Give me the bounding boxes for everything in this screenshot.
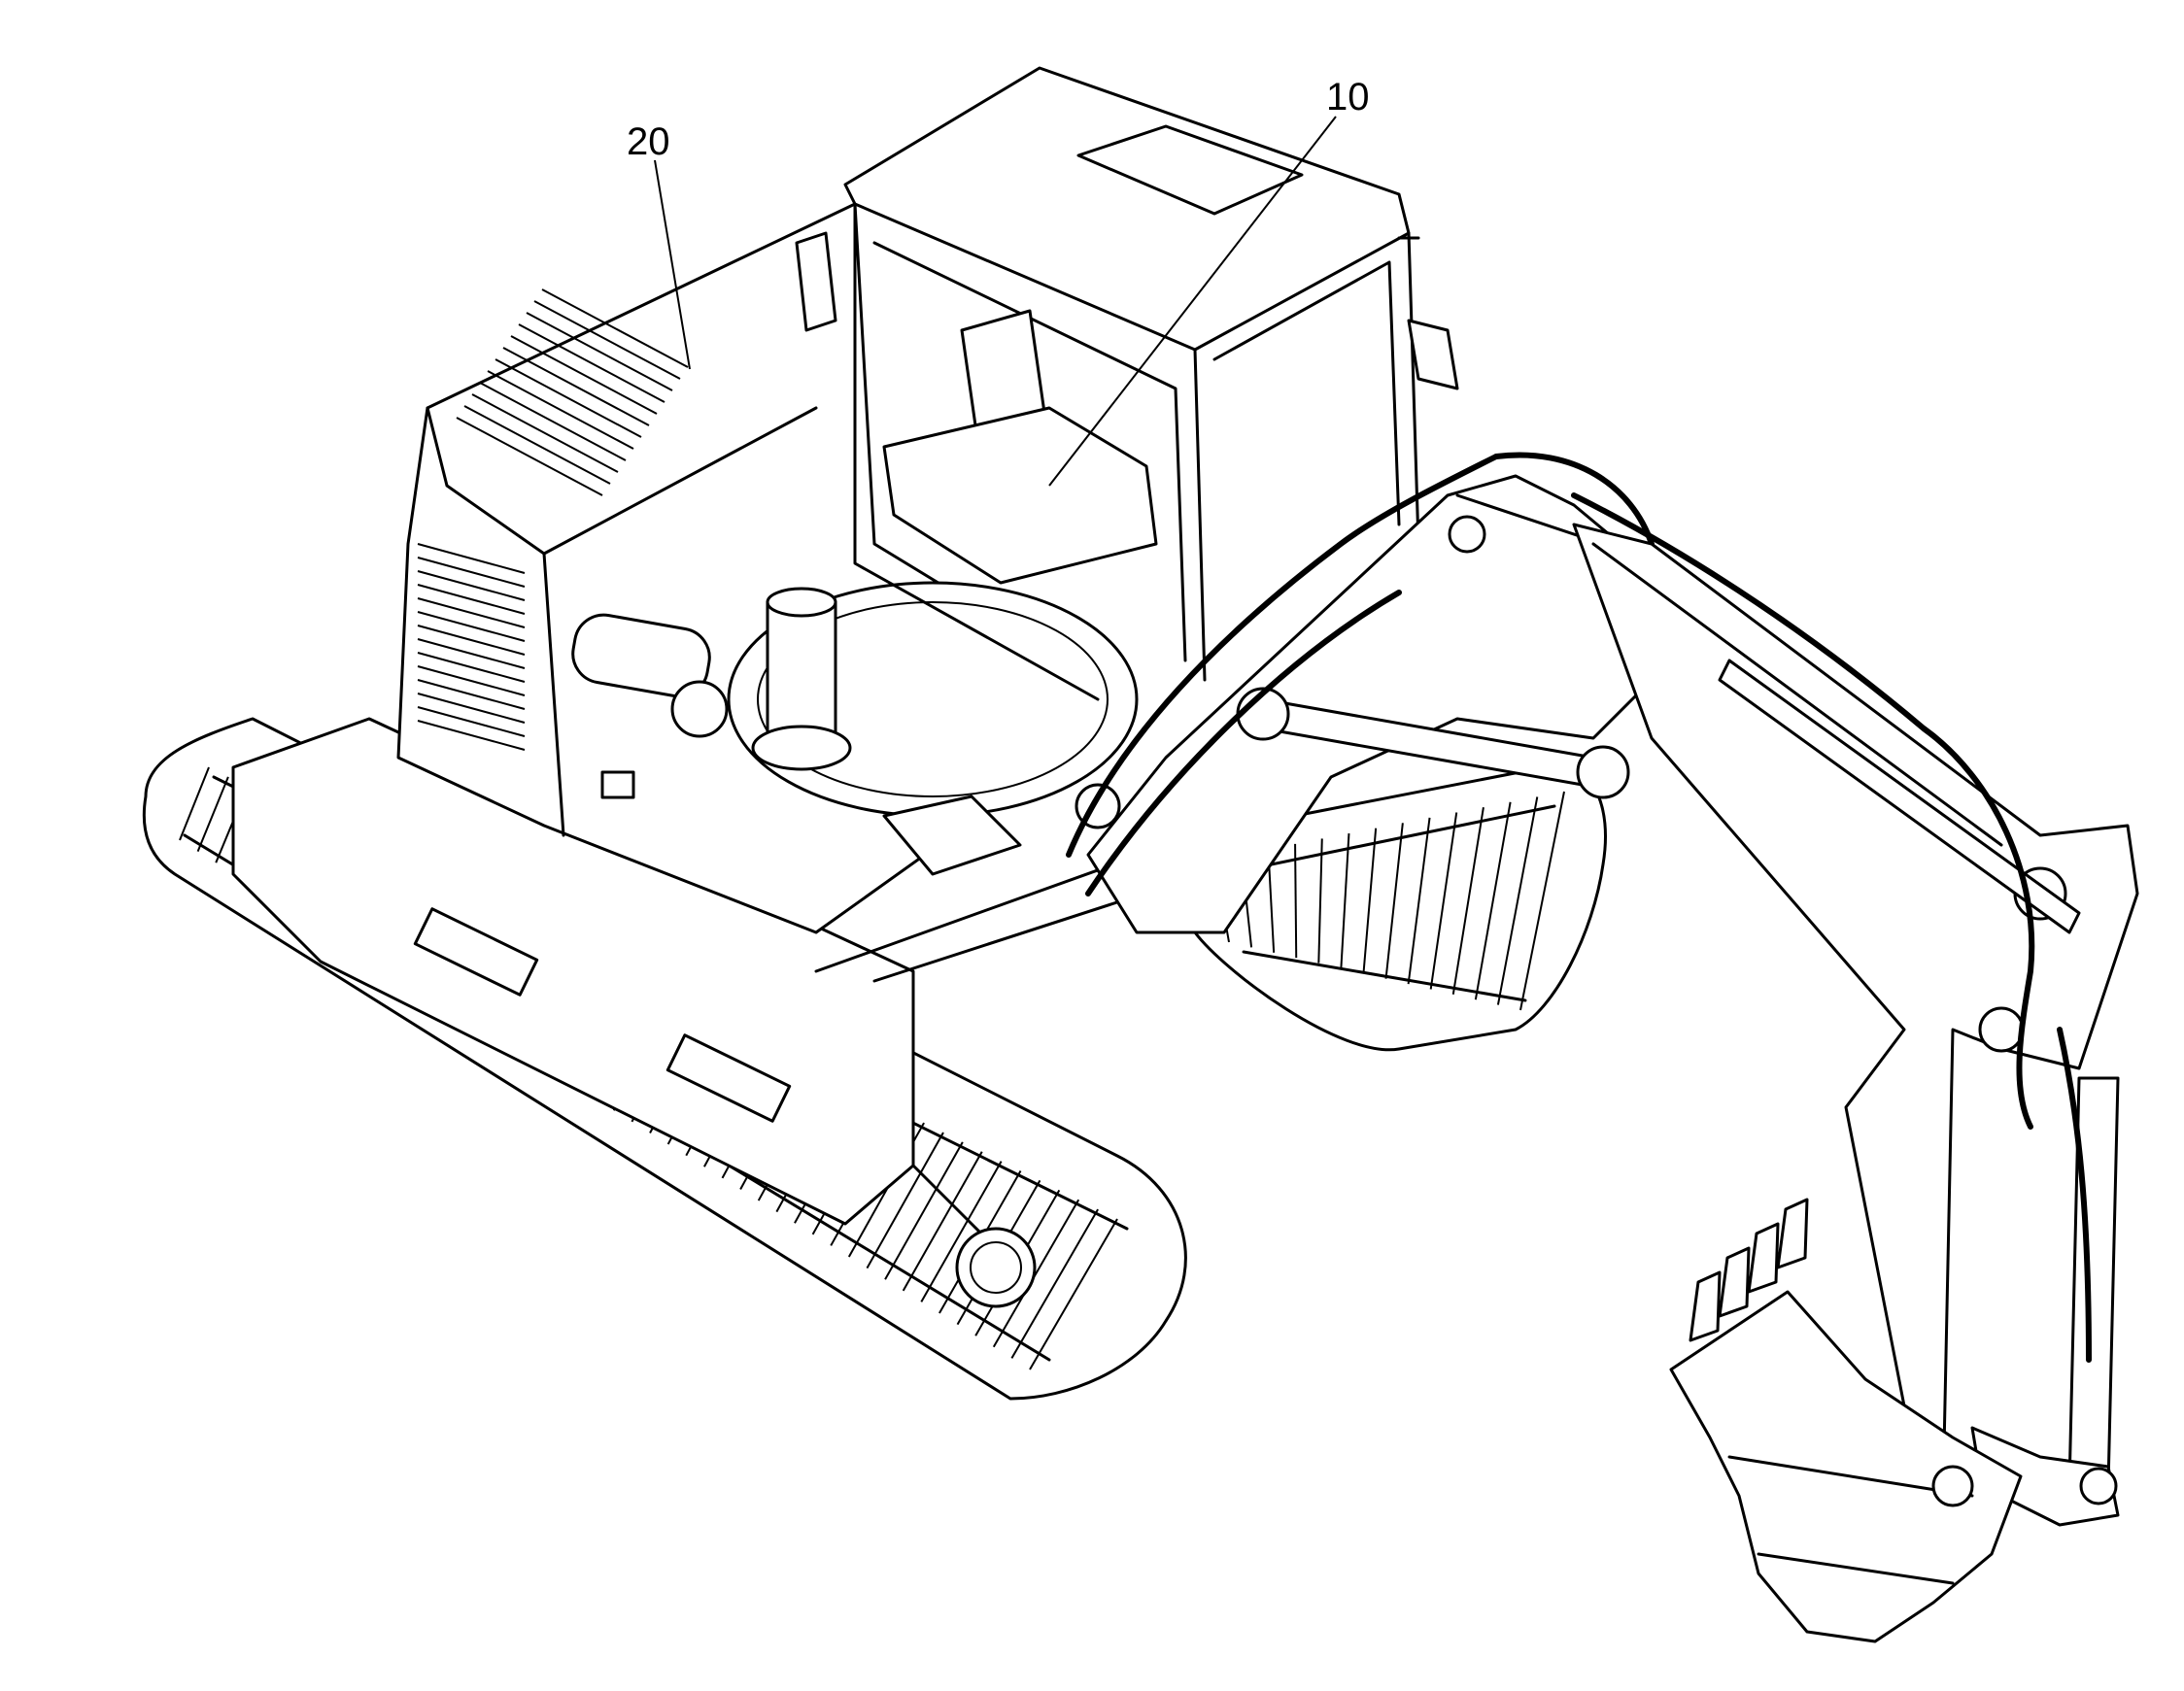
track-tread: [992, 1199, 1080, 1348]
louver-slat: [417, 584, 526, 615]
grille-slat: [463, 405, 611, 485]
louver-slat: [417, 543, 526, 574]
arm: [1571, 492, 2139, 1527]
grille-slat: [487, 370, 634, 450]
louver-slat: [417, 597, 526, 628]
upper-structure: [396, 202, 1139, 934]
boom: [1066, 452, 1712, 934]
track-tread: [1362, 828, 1378, 974]
louver-slat: [417, 706, 526, 737]
track-tread: [1407, 817, 1431, 985]
operator-cab: [843, 66, 1459, 701]
grille-slat: [502, 347, 650, 426]
track-tread: [1340, 833, 1350, 968]
track-tread: [1451, 806, 1484, 996]
track-tread: [1496, 796, 1539, 1005]
bucket: [1669, 1198, 2023, 1643]
track-tread: [1010, 1208, 1099, 1359]
callout-label-20: 20: [627, 120, 670, 163]
callout-label-10: 10: [1326, 76, 1370, 118]
track-tread: [1474, 801, 1512, 1000]
bucket-tooth: [1689, 1270, 1722, 1342]
track-tread: [179, 766, 210, 841]
grille-slat: [495, 358, 642, 438]
grille-slat: [533, 300, 681, 380]
track-tread: [866, 1132, 944, 1269]
grille-slat: [541, 288, 689, 368]
track-tread: [1029, 1218, 1118, 1370]
track-tread: [902, 1151, 983, 1292]
grille-slat: [518, 323, 665, 403]
louver-slat: [417, 679, 526, 710]
louver-slat: [417, 720, 526, 751]
track-tread: [1384, 823, 1404, 979]
louver-slat: [417, 611, 526, 642]
grille-slat: [471, 393, 619, 473]
grille-slat: [510, 335, 658, 415]
louver-slat: [417, 570, 526, 601]
grille-slat: [479, 382, 627, 461]
grille-slat: [526, 312, 673, 391]
louver-slat: [417, 652, 526, 683]
track-tread: [196, 776, 229, 852]
louver-slat: [417, 557, 526, 588]
bucket-tooth: [1747, 1222, 1780, 1294]
callout-10-leader: [1048, 116, 1337, 487]
callout-20-leader: [654, 159, 691, 370]
track-tread: [1429, 812, 1458, 990]
grille-slat: [456, 417, 603, 496]
louver-slat: [417, 638, 526, 669]
bucket-tooth: [1718, 1246, 1751, 1318]
louver-slat: [417, 665, 526, 696]
track-tread: [1294, 843, 1298, 959]
bucket-tooth: [1776, 1198, 1809, 1269]
track-tread: [920, 1161, 1003, 1302]
louver-slat: [417, 693, 526, 724]
track-tread: [1317, 838, 1323, 964]
track-tread: [1519, 791, 1565, 1011]
track-tread: [884, 1141, 964, 1280]
louver-slat: [417, 625, 526, 656]
